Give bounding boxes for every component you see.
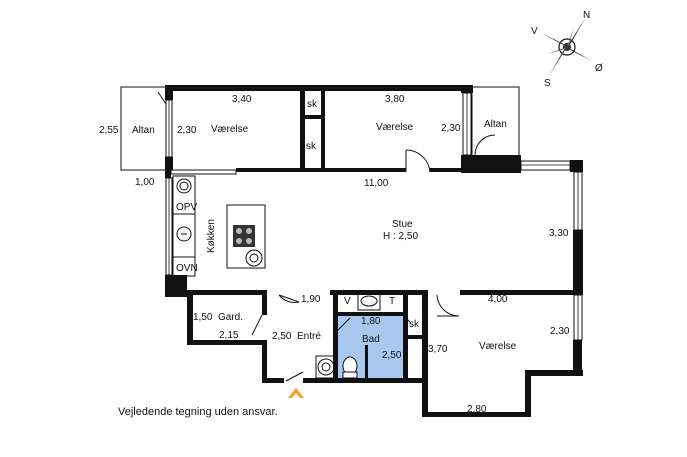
room-label-altan-right: Altan — [484, 119, 507, 130]
room-label-vaerelse-2: Værelse — [376, 122, 414, 133]
dim-label: 2,50 — [382, 350, 402, 361]
compass-rose: N V S Ø — [531, 10, 603, 89]
room-label-entre: Entré — [297, 331, 321, 342]
compass-east-label: Ø — [595, 63, 603, 74]
bath-v-label: V — [344, 296, 351, 307]
room-label-altan-left: Altan — [132, 125, 155, 136]
dim-label: 2,55 — [99, 125, 119, 136]
compass-north-label: N — [583, 10, 590, 21]
room-height-label: H : 2,50 — [383, 231, 418, 242]
disclaimer-note: Vejledende tegning uden ansvar. — [118, 406, 278, 418]
dim-label: 2,80 — [467, 404, 487, 415]
dim-label: 2,30 — [177, 125, 197, 136]
room-label-vaerelse-3: Værelse — [479, 341, 517, 352]
dim-label: 1,00 — [135, 177, 155, 188]
room-label-bad: Bad — [362, 334, 380, 345]
dim-label: 1,50 — [193, 312, 213, 323]
bath-t-label: T — [389, 296, 395, 307]
walls — [165, 85, 583, 417]
dim-label: 2,15 — [219, 330, 239, 341]
room-label-stue: Stue — [392, 219, 413, 230]
bathroom-fixtures — [315, 292, 381, 379]
room-label-kokken: Køkken — [206, 219, 217, 253]
closet-label-3: sk — [409, 319, 420, 330]
dim-label: 3,40 — [232, 94, 252, 105]
compass-west-label: V — [531, 26, 538, 37]
dim-label: 11,00 — [364, 178, 389, 189]
kitchen: OPV OVN — [172, 175, 266, 277]
compass-south-label: S — [544, 78, 551, 89]
doors — [251, 149, 460, 382]
closet-label-2: sk — [306, 141, 317, 152]
windows — [165, 92, 583, 341]
entrance-arrow-icon — [288, 388, 304, 398]
dim-label: 3,70 — [428, 344, 448, 355]
dim-label: 2,30 — [550, 326, 570, 337]
dishwasher-label: OPV — [176, 202, 197, 213]
closet-label-1: sk — [307, 99, 318, 110]
dim-label: 2,50 — [272, 331, 292, 342]
dim-label: 3,80 — [385, 94, 405, 105]
room-label-gard: Gard. — [218, 312, 243, 323]
oven-label: OVN — [176, 263, 198, 274]
dim-label: 3,30 — [549, 228, 569, 239]
dim-label: 1,80 — [361, 316, 381, 327]
dim-label: 2,30 — [441, 123, 461, 134]
room-label-vaerelse-1: Værelse — [211, 124, 249, 135]
dim-label: 4,00 — [488, 294, 508, 305]
dim-label: 1,90 — [301, 294, 321, 305]
